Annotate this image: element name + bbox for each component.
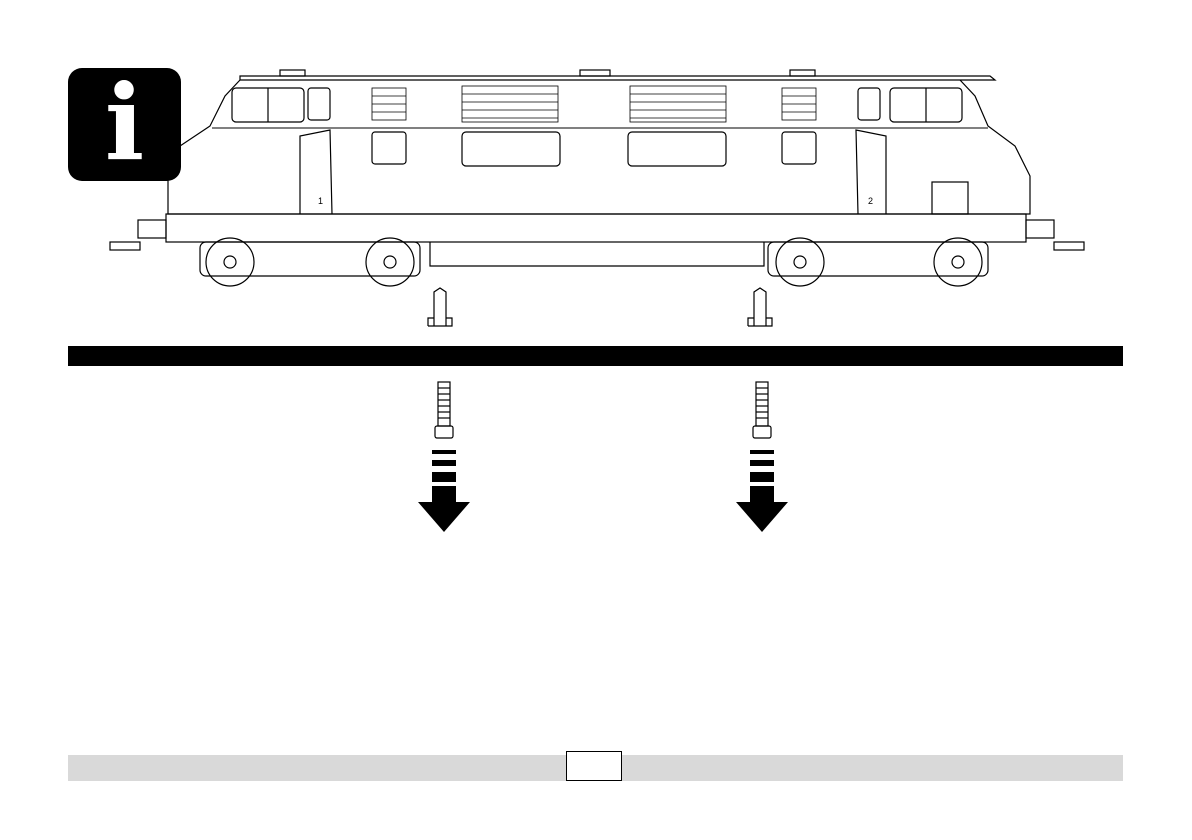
- locomotive-drawing: 1 2: [100, 66, 1100, 296]
- bracket-icon: [426, 286, 454, 328]
- section-divider-bar: [68, 346, 1123, 366]
- page-number-box: [566, 751, 622, 781]
- screw-icon: [732, 378, 792, 538]
- cab-2-number: 2: [868, 196, 873, 206]
- down-arrow-icon: [418, 450, 470, 532]
- screw-icon: [414, 378, 474, 538]
- bracket-icon: [746, 286, 774, 328]
- cab-1-number: 1: [318, 196, 323, 206]
- down-arrow-icon: [736, 450, 788, 532]
